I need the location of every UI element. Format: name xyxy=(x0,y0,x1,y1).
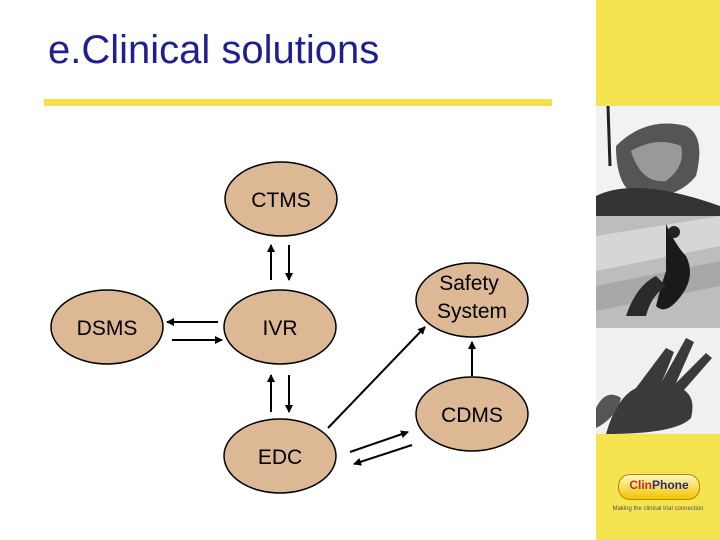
node-ivr: IVR xyxy=(223,289,337,365)
title-underline xyxy=(44,99,552,106)
sidebar-yellow-block-top xyxy=(596,0,720,106)
node-cdms-label: CDMS xyxy=(441,404,503,427)
node-ctms-label: CTMS xyxy=(251,189,311,212)
node-cdms: CDMS xyxy=(415,376,529,452)
logo-text-part2: Phone xyxy=(652,478,689,492)
node-edc-label: EDC xyxy=(258,446,302,469)
clinphone-logo: ClinPhone xyxy=(618,474,700,500)
brand-sidebar: ClinPhone Making the clinical trial conn… xyxy=(596,0,720,540)
photo-hands xyxy=(596,328,720,434)
brand-tagline: Making the clinical trial connection xyxy=(612,506,704,512)
node-safety-label-1: Safety xyxy=(439,272,499,295)
photo-climber xyxy=(596,106,720,216)
node-dsms: DSMS xyxy=(50,289,164,365)
sidebar-yellow-block-bottom: ClinPhone Making the clinical trial conn… xyxy=(596,434,720,540)
system-diagram: CTMS DSMS IVR Safety System CDMS EDC xyxy=(50,161,529,494)
hands-image xyxy=(596,328,720,434)
node-safety-label-2: System xyxy=(437,300,507,323)
runner-image xyxy=(596,216,720,328)
page-title: e.Clinical solutions xyxy=(48,28,380,72)
climber-image xyxy=(596,106,720,216)
arrow-edc-to-cdms xyxy=(349,430,409,453)
node-ctms: CTMS xyxy=(224,161,338,237)
photo-runner-shadow xyxy=(596,216,720,328)
node-ivr-label: IVR xyxy=(262,317,297,340)
logo-text-part1: Clin xyxy=(629,478,652,492)
node-safety-system: Safety System xyxy=(415,262,529,338)
arrow-edc-to-safety xyxy=(327,326,426,429)
arrow-cdms-to-edc xyxy=(353,444,413,466)
node-edc: EDC xyxy=(223,418,337,494)
node-dsms-label: DSMS xyxy=(77,317,138,340)
